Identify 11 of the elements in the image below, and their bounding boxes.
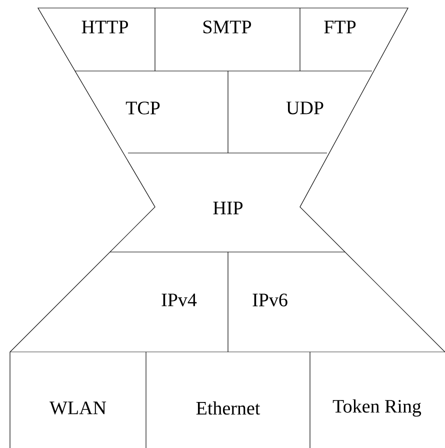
- layer-label: WLAN: [50, 402, 106, 414]
- layer-label: TCP: [126, 102, 160, 114]
- layer-label: HIP: [213, 202, 243, 214]
- layer-label: FTP: [324, 20, 356, 34]
- layer-label: SMTP: [203, 20, 252, 34]
- layer-label: UDP: [286, 102, 324, 114]
- layer-label: HTTP: [82, 20, 128, 34]
- layer-label: Ethernet: [196, 401, 260, 415]
- layer-label: IPv4: [162, 294, 197, 306]
- layer-label: IPv6: [252, 294, 288, 306]
- layer-label: Token Ring: [332, 399, 422, 417]
